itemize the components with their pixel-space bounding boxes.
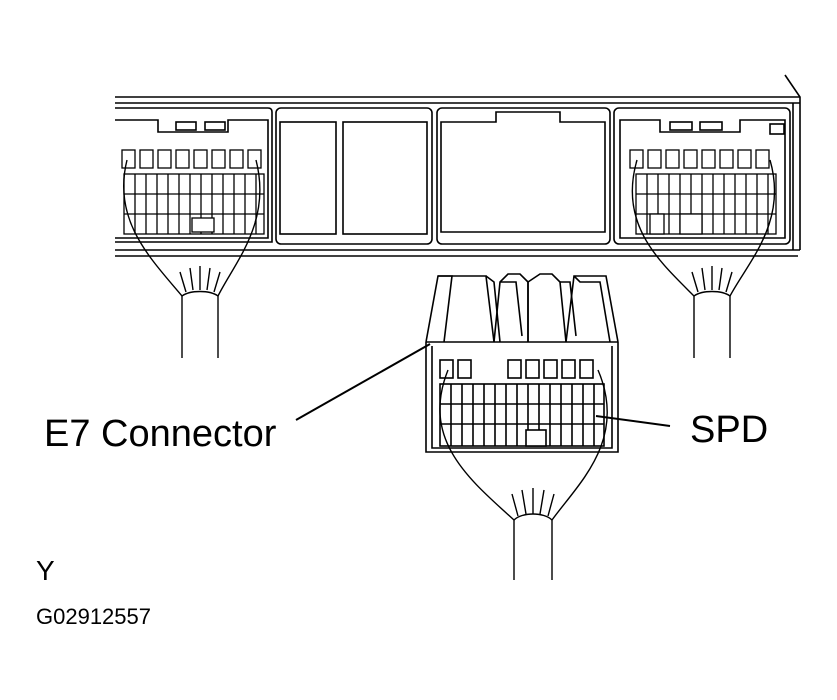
ecu-left-socket <box>115 107 273 243</box>
center-wire-harness <box>439 369 608 580</box>
e7-connector-plug <box>425 273 619 453</box>
leader-lines <box>295 343 671 427</box>
ecu-housing <box>115 74 801 257</box>
ecu-right-socket <box>613 107 791 245</box>
e7-leader-line <box>295 343 431 421</box>
spd-leader-line <box>595 415 671 427</box>
ecu-mid-socket <box>275 107 611 245</box>
figure-id-label: G02912557 <box>36 604 151 629</box>
left-wire-harness <box>122 159 261 358</box>
right-connector-pins <box>629 149 777 235</box>
view-label: Y <box>36 555 55 586</box>
left-connector-pins <box>121 149 265 235</box>
right-wire-harness <box>631 159 776 358</box>
spd-pin-label: SPD <box>690 409 768 451</box>
e7-connector-label: E7 Connector <box>44 413 277 455</box>
